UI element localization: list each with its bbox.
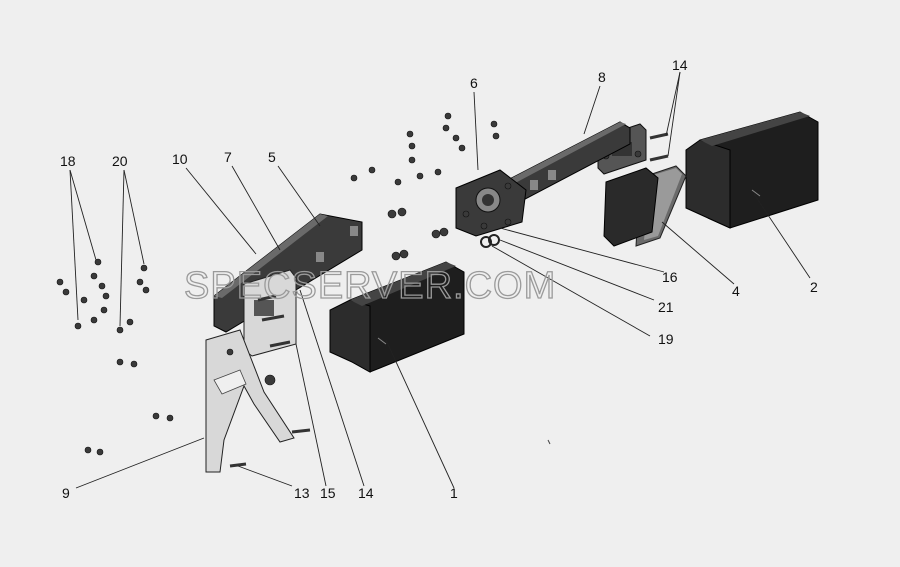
lamp-housing-left	[329, 261, 465, 373]
callout-9: 9	[62, 485, 70, 501]
callout-6: 6	[470, 75, 478, 91]
fasteners-center	[350, 112, 500, 261]
support-leg-bracket	[205, 329, 311, 473]
callout-4: 4	[732, 283, 740, 299]
reflector-body	[603, 167, 659, 247]
lamp-housing-right	[685, 111, 819, 229]
callout-21: 21	[658, 299, 674, 315]
flange-plate	[455, 169, 527, 237]
callout-labels: 1 2 4 5 6 7 8 9 10 13 14 14 15 16 18 19 …	[60, 57, 818, 501]
callout-1: 1	[450, 485, 458, 501]
callout-13: 13	[294, 485, 310, 501]
callout-18: 18	[60, 153, 76, 169]
callout-10: 10	[172, 151, 188, 167]
stray-mark	[547, 439, 551, 445]
mounting-plate-left	[243, 269, 297, 357]
bracket-arm-right	[499, 121, 631, 207]
callout-16: 16	[662, 269, 678, 285]
callout-7: 7	[224, 149, 232, 165]
callout-19: 19	[658, 331, 674, 347]
callout-14-bottom: 14	[358, 485, 374, 501]
callout-5: 5	[268, 149, 276, 165]
callout-15: 15	[320, 485, 336, 501]
callout-20: 20	[112, 153, 128, 169]
callout-2: 2	[810, 279, 818, 295]
watermark: SPECSERVER.COM	[184, 265, 556, 307]
leader-lines	[69, 71, 811, 489]
callout-14-top: 14	[672, 57, 688, 73]
callout-8: 8	[598, 69, 606, 85]
fasteners-left	[56, 258, 174, 456]
